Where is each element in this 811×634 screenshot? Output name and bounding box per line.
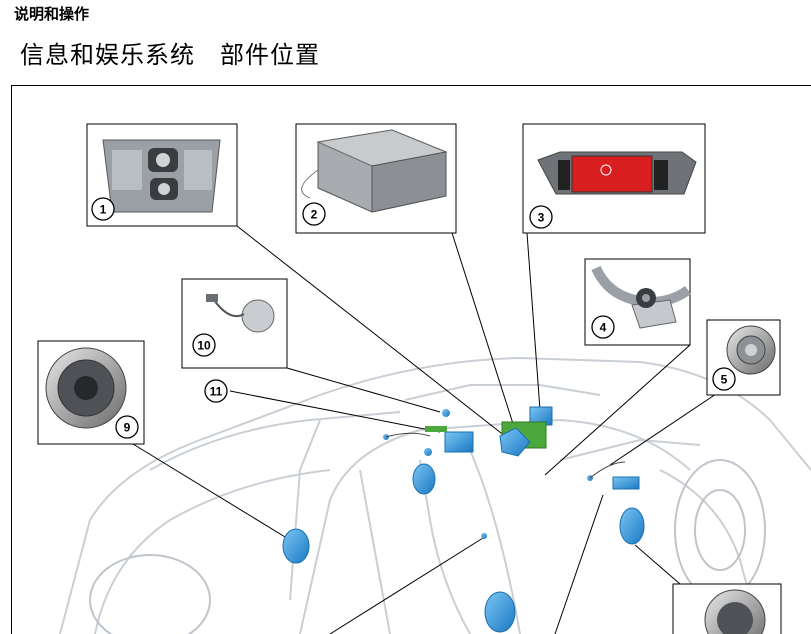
callout-label-4: 4 <box>600 321 607 335</box>
speaker-icon <box>704 589 766 634</box>
tweeter-icon <box>726 325 776 375</box>
callout-box-4: 4 <box>584 258 691 346</box>
callout-box-2: 2 <box>295 123 457 234</box>
callout-box-3: 3 <box>522 123 706 234</box>
callout-label-11: 11 <box>210 385 223 399</box>
highlighted-components <box>282 406 645 633</box>
callout-label-10: 10 <box>197 339 211 353</box>
callout-box-9: 9 <box>37 340 145 445</box>
page-title: 信息和娱乐系统 部件位置 <box>20 41 320 69</box>
control-panel-icon <box>102 139 221 213</box>
callout-label-3: 3 <box>538 211 545 225</box>
diagram-frame <box>11 85 811 634</box>
callout-box-partial-bottom-right <box>672 583 782 634</box>
callout-label-9: 9 <box>124 421 131 435</box>
callout-box-1: 1 <box>86 123 238 227</box>
callout-box-5: 5 <box>706 319 781 396</box>
speaker-icon <box>45 347 127 429</box>
display-screen-icon <box>537 151 697 195</box>
leader-lines <box>132 225 726 634</box>
section-title: 说明和操作 <box>14 5 90 23</box>
callout-label-5: 5 <box>721 373 728 387</box>
callout-11: 11 <box>204 379 228 403</box>
callout-box-10: 10 <box>181 278 288 369</box>
callout-label-2: 2 <box>311 208 318 222</box>
antenna-icon <box>206 294 275 333</box>
audio-unit-icon <box>301 129 448 213</box>
steering-wheel-controls-icon <box>591 265 691 329</box>
callout-label-1: 1 <box>100 203 107 217</box>
